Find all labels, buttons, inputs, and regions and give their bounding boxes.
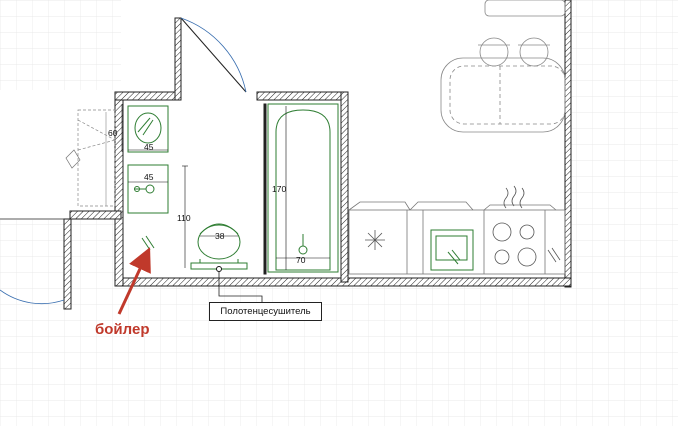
dim-170: 170 bbox=[272, 184, 286, 194]
chair-icons bbox=[478, 37, 550, 67]
bathtub-icon bbox=[267, 103, 339, 273]
dim-38: 38 bbox=[215, 231, 225, 241]
wardrobe-hall bbox=[65, 109, 116, 207]
towel-dryer-leader bbox=[218, 271, 263, 302]
dim-60: 60 bbox=[108, 128, 118, 138]
doors bbox=[0, 17, 247, 305]
dim-110: 110 bbox=[177, 213, 191, 223]
dining-table bbox=[440, 0, 566, 133]
toilet-icon bbox=[190, 223, 248, 270]
sink bbox=[127, 164, 169, 214]
boiler-label: бойлер bbox=[95, 321, 150, 338]
stove-icon bbox=[492, 185, 537, 267]
boiler-pointer-arrow bbox=[117, 247, 151, 315]
washing-machine bbox=[127, 105, 169, 153]
microwave-icon bbox=[430, 229, 474, 271]
dim-45-mid: 45 bbox=[144, 172, 154, 182]
hall-interior bbox=[0, 90, 121, 220]
towel-dryer-marker bbox=[216, 266, 222, 272]
sink-kitchen-icon bbox=[547, 247, 561, 263]
towel-dryer-callout: Полотенцесушитель bbox=[209, 302, 322, 321]
dim-45-top: 45 bbox=[144, 142, 154, 152]
kitchen-counter bbox=[348, 201, 566, 275]
ceiling-light-icon bbox=[365, 230, 385, 250]
dimension-lines bbox=[121, 104, 330, 270]
dim-70: 70 bbox=[296, 255, 306, 265]
walls bbox=[63, 0, 572, 310]
